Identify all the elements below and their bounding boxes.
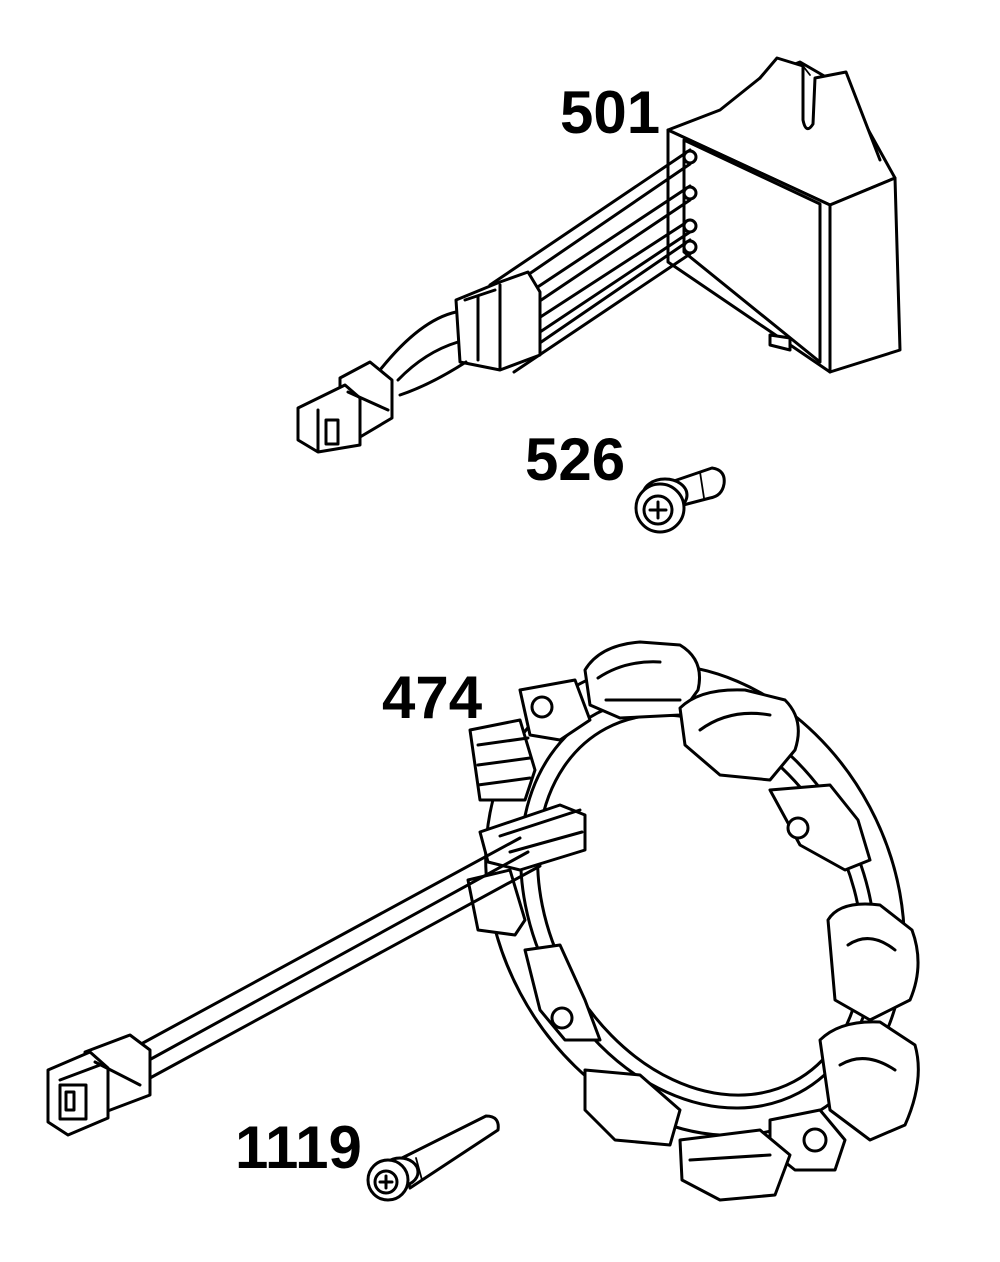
screw-part-1119 (366, 1114, 500, 1202)
screw-part-526 (634, 466, 726, 534)
stator-connector-plug (46, 1033, 152, 1137)
part-label-1119: 1119 (235, 1114, 362, 1181)
stator-part-474 (128, 640, 920, 1202)
part-label-474: 474 (382, 664, 483, 731)
part-label-501: 501 (560, 79, 660, 146)
regulator-part-501 (296, 56, 902, 454)
coil-lobes (466, 640, 920, 1202)
part-label-526: 526 (525, 426, 625, 493)
